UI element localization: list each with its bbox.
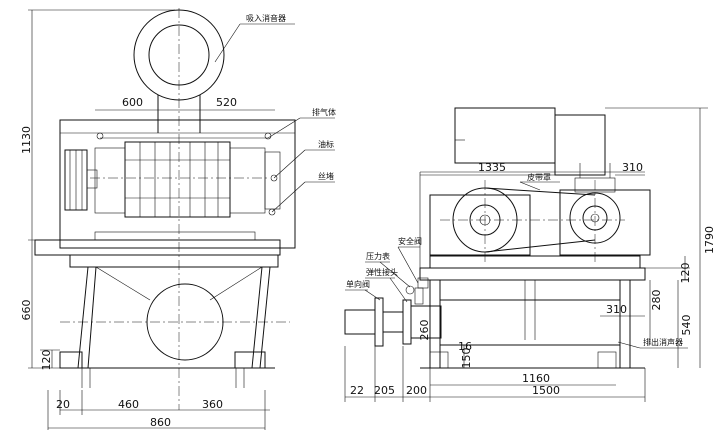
flex-joint-flange xyxy=(402,299,412,345)
dim-460: 460 xyxy=(118,398,139,411)
plug-mark xyxy=(268,208,276,216)
belt-top xyxy=(484,187,596,196)
leg-left-inner xyxy=(87,266,97,369)
dim-120-side: 120 xyxy=(679,263,692,284)
pressure-gauge-stem xyxy=(414,287,424,305)
label-plug: 丝堵 xyxy=(318,171,334,181)
dim-200: 200 xyxy=(406,384,427,397)
side-foot-left xyxy=(429,351,449,369)
dim-860: 860 xyxy=(150,416,171,429)
leader-exhaust xyxy=(267,117,301,139)
motor-body xyxy=(429,194,531,256)
brace xyxy=(209,266,263,301)
outlet-pipe xyxy=(344,309,376,335)
dim-150: 150 xyxy=(460,348,473,369)
leg-right-outer xyxy=(259,266,271,369)
dim-660: 660 xyxy=(20,300,33,321)
dim-540: 540 xyxy=(680,315,693,336)
top-rod-end-left xyxy=(96,132,104,140)
exhaust-silencer-tank xyxy=(146,283,224,361)
shaft-hub xyxy=(86,169,98,189)
label-pressure-gauge: 压力表 xyxy=(366,251,390,261)
frame-top-beam xyxy=(69,254,279,268)
dim-16: 16 xyxy=(458,340,472,353)
side-foot-right xyxy=(597,351,617,369)
dim-1335: 1335 xyxy=(478,161,506,174)
silencer-outer-ring xyxy=(133,9,225,101)
motor-cover xyxy=(454,107,556,164)
dim-310-mid: 310 xyxy=(606,303,627,316)
leader-intake xyxy=(214,23,241,63)
oil-gauge-mark xyxy=(270,174,278,182)
leg-left-outer xyxy=(77,266,89,369)
blower-inlet xyxy=(574,177,616,193)
label-check-valve: 单向阀 xyxy=(346,279,370,289)
leader-belt xyxy=(519,181,541,191)
label-safety-valve: 安全阀 xyxy=(398,236,422,246)
front-view: 1130 660 120 600 520 20 460 360 860 吸入消音… xyxy=(20,8,336,430)
brace xyxy=(95,266,151,301)
dim-1500: 1500 xyxy=(532,384,560,397)
label-belt-guard: 皮带罩 xyxy=(527,172,551,182)
dim-520: 520 xyxy=(216,96,237,109)
dim-1130: 1130 xyxy=(20,126,33,154)
dim-360: 360 xyxy=(202,398,223,411)
leader-gauge xyxy=(379,261,411,288)
side-frame-beam xyxy=(419,267,646,281)
dim-310-top: 310 xyxy=(622,161,643,174)
label-intake-silencer: 吸入消音器 xyxy=(246,13,286,23)
dim-600: 600 xyxy=(122,96,143,109)
upper-frame-outline xyxy=(59,119,296,249)
leader-outlet xyxy=(617,341,641,349)
side-base-plate xyxy=(429,255,641,269)
casing-end-right xyxy=(229,147,266,214)
label-exhaust: 排气体 xyxy=(312,107,336,117)
label-oil-gauge: 油标 xyxy=(318,139,334,149)
dim-20: 20 xyxy=(56,398,70,411)
leg-right-inner xyxy=(251,266,263,369)
leader-check xyxy=(364,289,381,301)
blower-foot xyxy=(94,231,256,241)
dim-22: 22 xyxy=(350,384,364,397)
leader-safety xyxy=(397,246,419,284)
belt-bottom xyxy=(484,239,596,253)
side-view: 1335 310 1790 120 280 540 310 260 16 150… xyxy=(344,107,716,402)
casing-end-left xyxy=(94,147,126,214)
check-valve-body xyxy=(382,311,404,333)
label-outlet-silencer: 排出消声器 xyxy=(643,337,683,347)
pressure-gauge xyxy=(405,285,415,295)
dim-280: 280 xyxy=(650,290,663,311)
blower-body-side xyxy=(559,189,651,256)
side-silencer-tank xyxy=(439,299,621,346)
blower-casing xyxy=(124,141,231,218)
dim-120: 120 xyxy=(40,350,53,371)
flex-joint-body xyxy=(410,305,442,339)
check-valve-flange xyxy=(374,297,384,347)
label-flex-joint: 弹性接头 xyxy=(366,267,398,277)
dim-1160: 1160 xyxy=(522,372,550,385)
leader-flex xyxy=(389,277,408,303)
silencer-inner-ring xyxy=(148,24,210,86)
dim-205: 205 xyxy=(374,384,395,397)
dim-260: 260 xyxy=(418,320,431,341)
leader-plug xyxy=(271,181,306,213)
leader-oil xyxy=(273,149,306,179)
dim-1790: 1790 xyxy=(703,226,716,254)
